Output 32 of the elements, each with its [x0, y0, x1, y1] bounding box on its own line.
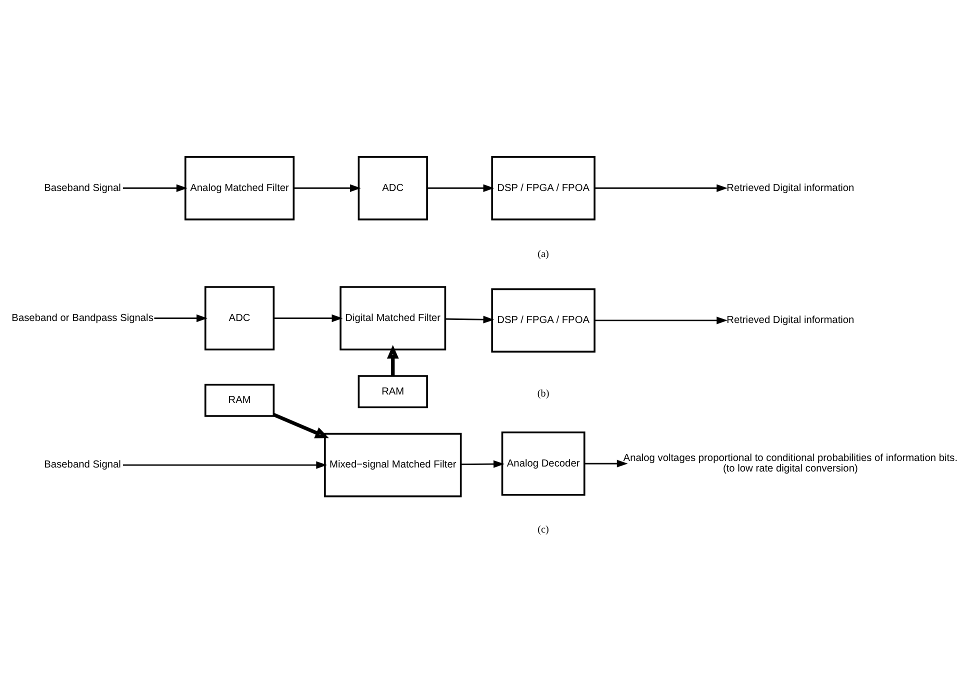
arrow: [386, 344, 399, 376]
node-box: Digital Matched Filter: [340, 286, 446, 350]
node-text: Retrieved Digital information: [726, 314, 854, 326]
arrow: [445, 315, 494, 323]
node-box: RAM: [204, 383, 275, 416]
node-box: DSP / FPGA / FPOA: [491, 156, 596, 220]
arrow: [594, 184, 728, 192]
node-box: ADC: [358, 156, 428, 220]
arrow: [594, 316, 728, 324]
arrow: [154, 314, 208, 322]
node-text: Retrieved Digital information: [726, 182, 854, 194]
node-box: Analog Matched Filter: [184, 156, 295, 220]
node-box: Mixed−signal Matched Filter: [324, 432, 462, 497]
node-box: DSP / FPGA / FPOA: [491, 288, 596, 352]
label: (c): [538, 524, 549, 535]
arrow: [122, 184, 188, 192]
node-text: Baseband Signal: [44, 182, 121, 194]
arrow: [460, 460, 504, 468]
node-box: ADC: [204, 286, 275, 350]
arrow: [273, 412, 329, 438]
node-text: Analog voltages proportional to conditional probabilities of information bits. (to low rate digital conversion): [623, 452, 958, 474]
arrow: [123, 460, 328, 468]
label: (a): [538, 248, 549, 260]
node-text: Baseband Signal: [44, 459, 121, 470]
node-text: Baseband or Bandpass Signals: [12, 312, 154, 324]
label: (b): [537, 388, 550, 400]
arrow: [427, 184, 494, 192]
node-box: Analog Decoder: [501, 430, 586, 496]
node-box: RAM: [358, 374, 428, 408]
arrow: [274, 314, 343, 322]
arrow: [584, 459, 628, 467]
arrow: [294, 184, 361, 192]
